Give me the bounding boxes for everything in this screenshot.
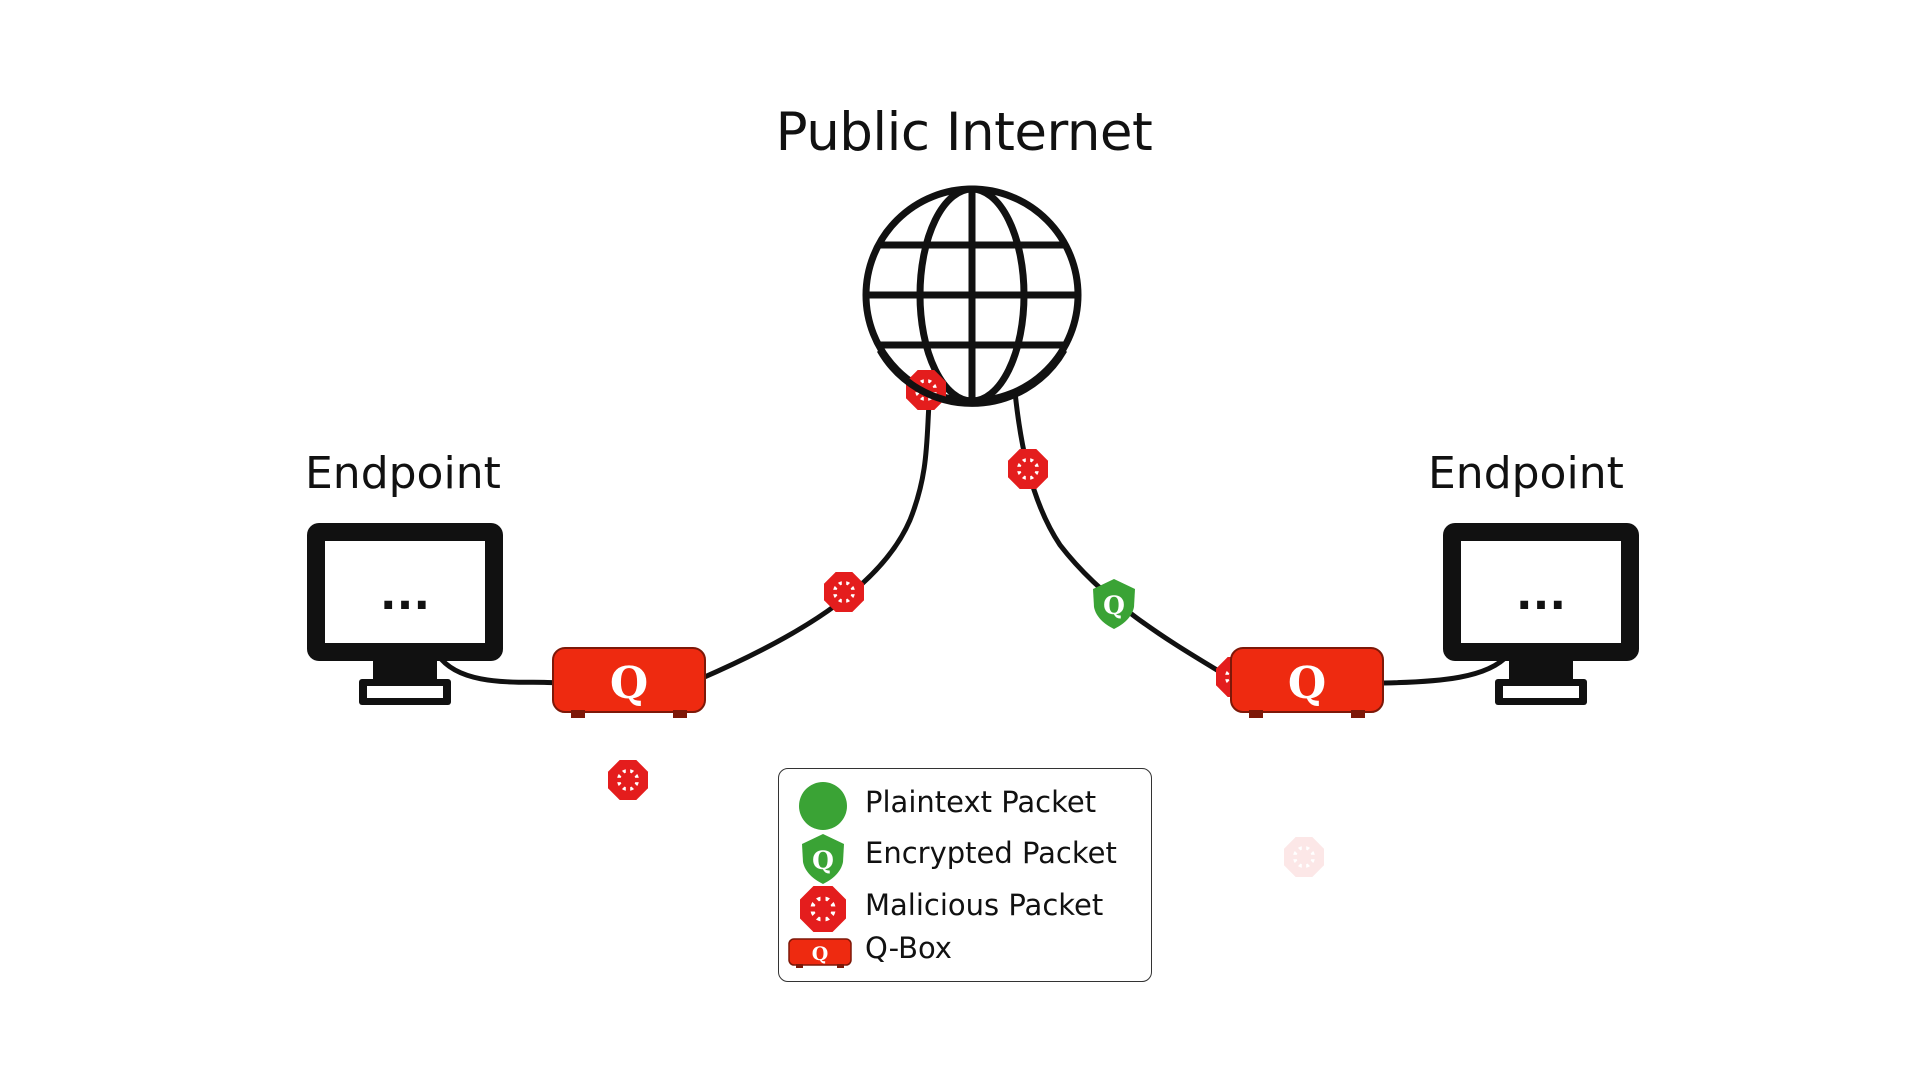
endpoint-right-screen-text: ... [1516,569,1566,620]
link-endpoint-left-qbox [435,653,557,686]
qbox-left-icon: Q [552,647,706,719]
legend-label: Q-Box [865,931,952,965]
legend-label: Plaintext Packet [865,785,1097,819]
legend-label: Malicious Packet [865,888,1104,922]
qbox-right-icon: Q [1230,647,1384,719]
encrypted-packet-icon: Q [1093,579,1135,629]
endpoint-right-label: Endpoint [1428,448,1624,499]
page-title: Public Internet [775,102,1153,163]
encrypted-packet-letter: Q [1103,591,1125,620]
legend-item-qbox: Q Q-Box [779,931,1151,979]
malicious-packet-icon [824,572,864,612]
encrypted-packet-letter: Q [812,846,834,875]
qbox-legend-letter: Q [812,943,829,965]
plaintext-packet-icon [799,782,847,830]
legend-item-encrypted: Q Encrypted Packet [779,834,1151,884]
legend: Plaintext Packet Q Encrypted Packet Mali… [778,768,1152,982]
globe-rim [876,348,1068,407]
endpoint-right-monitor-icon: ... [1443,523,1639,705]
legend-label: Encrypted Packet [865,836,1117,870]
legend-item-plaintext: Plaintext Packet [779,782,1151,830]
qbox-icon: Q [788,938,852,968]
endpoint-left-screen-text: ... [380,569,430,620]
encrypted-packet-icon: Q [802,834,844,884]
link-internet-qbox-right [1012,391,1242,687]
malicious-packet-icon [608,760,648,800]
link-qbox-left-internet [699,389,933,682]
malicious-packet-icon [1284,837,1324,877]
qbox-left-letter: Q [610,658,648,709]
qbox-right-letter: Q [1288,658,1326,709]
endpoint-left-monitor-icon: ... [307,523,503,705]
malicious-packet-icon [800,886,846,932]
malicious-packet-icon [1008,449,1048,489]
legend-item-malicious: Malicious Packet [779,886,1151,932]
endpoint-left-label: Endpoint [305,448,501,499]
link-qbox-right-endpoint-right [1383,653,1510,686]
